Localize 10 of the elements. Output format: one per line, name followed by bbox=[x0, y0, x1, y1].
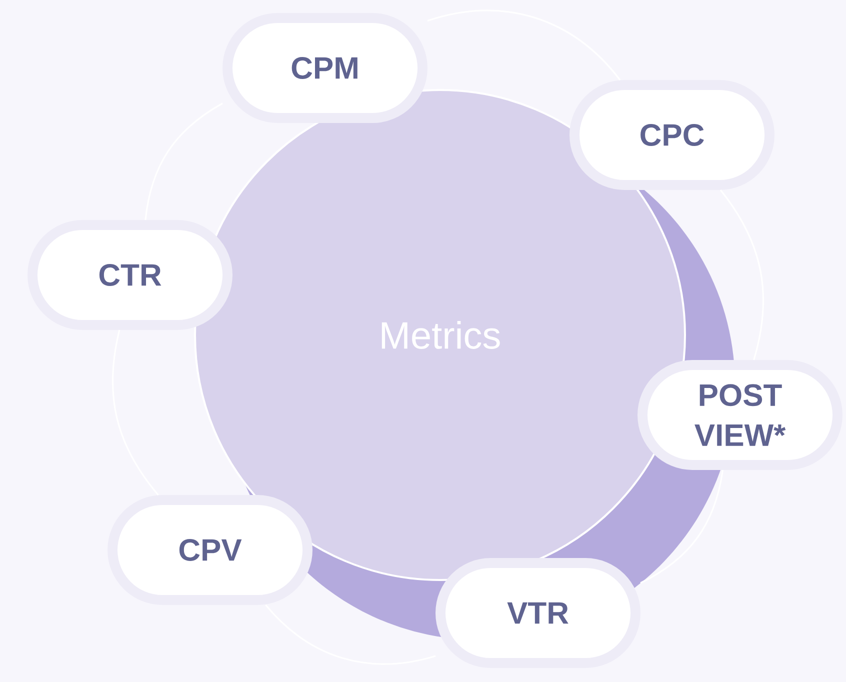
ring-arc bbox=[720, 190, 764, 360]
ring-arc bbox=[640, 470, 724, 584]
ring-arc bbox=[144, 102, 223, 220]
ring-arc bbox=[265, 604, 436, 665]
metric-pill: POST VIEW* bbox=[638, 360, 842, 470]
metric-pill: CPM bbox=[222, 13, 428, 123]
metric-pill: CPC bbox=[570, 80, 774, 190]
metric-pill: VTR bbox=[436, 558, 640, 668]
metric-pill: CTR bbox=[28, 220, 232, 330]
metric-pill: CPV bbox=[108, 495, 312, 605]
